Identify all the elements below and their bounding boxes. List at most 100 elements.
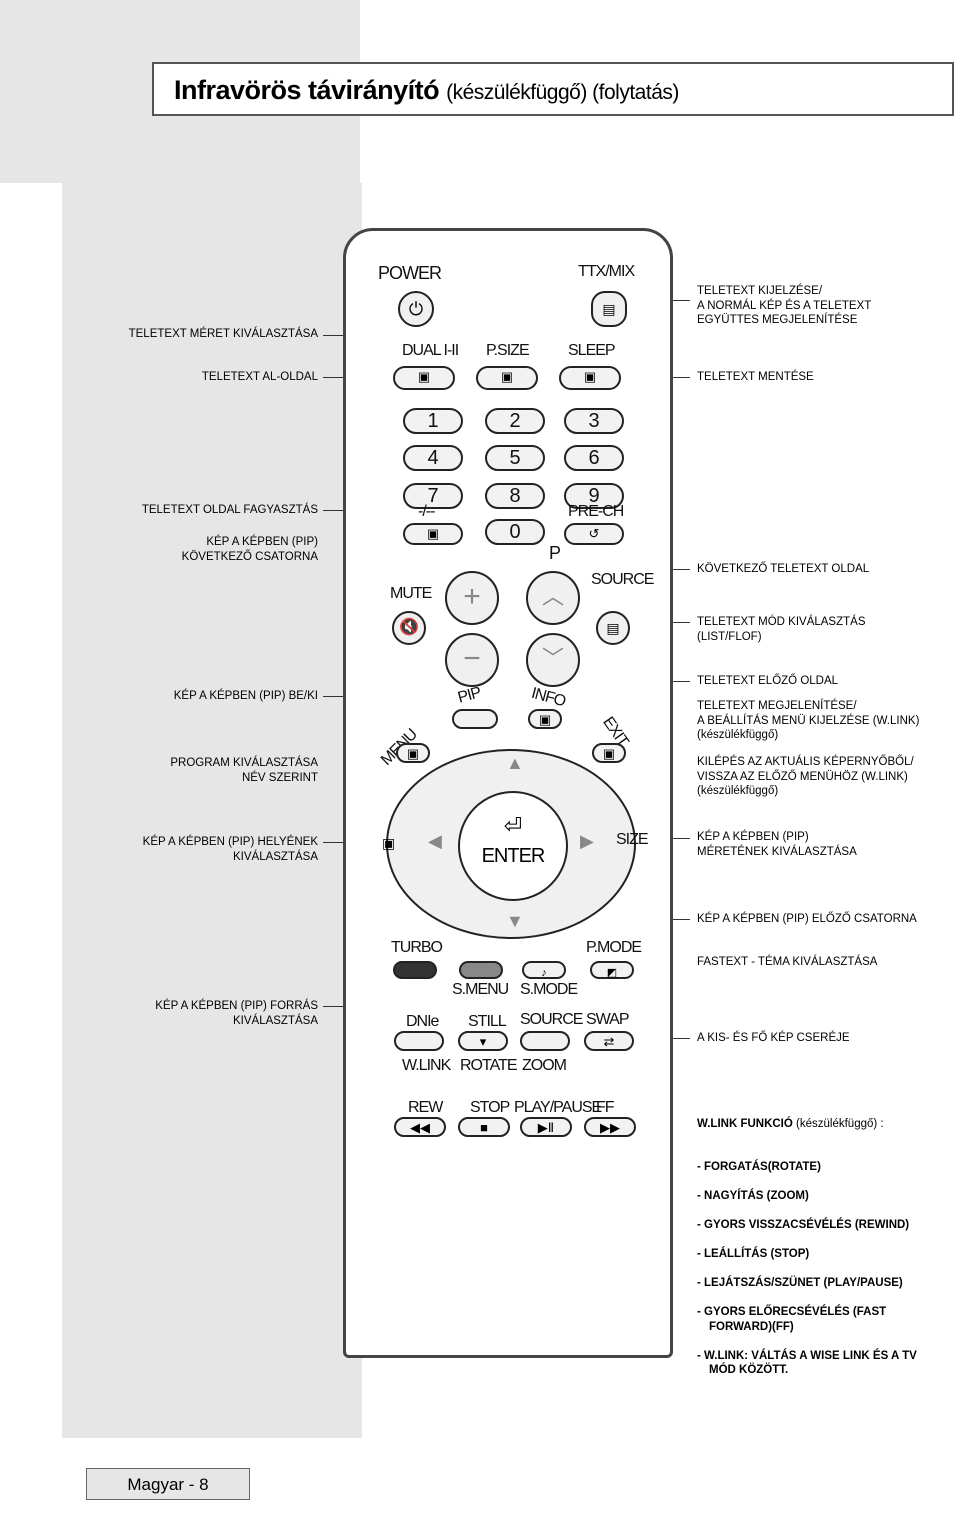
red-button[interactable] — [393, 961, 437, 979]
turbo-label: TURBO — [391, 939, 443, 956]
label-teletext-subpage: TELETEXT AL-OLDAL — [201, 371, 318, 383]
label-pip-next-channel: KÉP A KÉPBEN (PIP) KÖVETKEZŐ CSATORNA — [181, 536, 318, 563]
enter-icon: ⏎ — [503, 813, 523, 838]
zoom-label: ZOOM — [522, 1057, 567, 1074]
label-teletext-display: TELETEXT KIJELZÉSE/ A NORMÁL KÉP ÉS A TE… — [697, 285, 872, 326]
wlink-item: - GYORS ELŐRECSÉVÉLÉS (FAST FORWARD)(FF) — [697, 1306, 887, 1333]
digit-9-button[interactable]: 9 — [564, 483, 624, 509]
dual-button[interactable]: ▣ — [393, 366, 455, 390]
wlink-label: W.LINK — [402, 1057, 451, 1074]
source2-button[interactable] — [520, 1031, 570, 1051]
digit-5-button[interactable]: 5 — [485, 445, 545, 471]
label-teletext-mode: TELETEXT MÓD KIVÁLASZTÁS (LIST/FLOF) — [697, 616, 866, 643]
digit-6-button[interactable]: 6 — [564, 445, 624, 471]
digit-4-button[interactable]: 4 — [403, 445, 463, 471]
left-arrow-icon[interactable]: ◀ — [428, 831, 442, 851]
play-pause-icon: ▶Ⅱ — [537, 1120, 555, 1135]
still-button[interactable]: ▾ — [458, 1031, 508, 1051]
label-exit: KILÉPÉS AZ AKTUÁLIS KÉPERNYŐBŐL/ VISSZA … — [697, 756, 914, 797]
size-label: SIZE — [616, 831, 649, 848]
up-arrow-icon[interactable]: ▲ — [506, 753, 524, 773]
rew-button[interactable]: ◀◀ — [394, 1117, 446, 1137]
page-title-sub: (készülékfüggő) (folytatás) — [446, 81, 679, 104]
source-icon: ▾ — [479, 1034, 487, 1049]
digit-7-button[interactable]: 7 — [403, 483, 463, 509]
label-teletext-size: TELETEXT MÉRET KIVÁLASZTÁSA — [128, 328, 318, 340]
power-label: POWER — [378, 263, 442, 283]
plus-icon: + — [463, 580, 481, 613]
enter-button[interactable]: ⏎ ENTER — [458, 791, 568, 901]
green-button[interactable] — [459, 961, 503, 979]
p-label: P — [549, 543, 561, 563]
wlink-item: - LEÁLLÍTÁS (STOP) — [697, 1248, 810, 1260]
swap-button[interactable]: ⇄ — [584, 1031, 634, 1051]
label-fastext: FASTEXT - TÉMA KIVÁLASZTÁSA — [697, 956, 878, 968]
sleep-label: SLEEP — [568, 342, 616, 359]
wlink-item: - FORGATÁS(ROTATE) — [697, 1161, 821, 1173]
digit-1-button[interactable]: 1 — [403, 408, 463, 434]
prech-label: PRE-CH — [568, 503, 624, 520]
wlink-list: - FORGATÁS(ROTATE) - NAGYÍTÁS (ZOOM) - G… — [697, 1146, 937, 1393]
label-teletext-hold: TELETEXT OLDAL FAGYASZTÁS — [141, 504, 318, 516]
digit-8-button[interactable]: 8 — [485, 483, 545, 509]
channel-up-button[interactable]: ︿ — [526, 571, 580, 625]
ff-label: FF — [596, 1099, 615, 1116]
ff-button[interactable]: ▶▶ — [584, 1117, 636, 1137]
label-program-by-name: PROGRAM KIVÁLASZTÁSA NÉV SZERINT — [170, 757, 318, 784]
playpause-label: PLAY/PAUSE — [514, 1099, 602, 1116]
exit-icon: ▣ — [602, 746, 616, 761]
footer-page: Magyar - 8 — [86, 1468, 250, 1500]
stop-label: STOP — [470, 1099, 510, 1116]
sleep-button[interactable]: ▣ — [559, 366, 621, 390]
smenu-button[interactable]: ♪ — [522, 961, 566, 979]
right-arrow-icon[interactable]: ▶ — [580, 831, 594, 851]
label-pip-onoff: KÉP A KÉPBEN (PIP) BE/KI — [173, 690, 318, 702]
stop-icon: ■ — [480, 1120, 488, 1135]
digit-3-button[interactable]: 3 — [564, 408, 624, 434]
power-button[interactable]: ⏻ — [398, 291, 434, 327]
source-button[interactable]: ▤ — [596, 611, 630, 645]
menu-button[interactable]: ▣ — [396, 743, 430, 763]
volume-down-button[interactable]: − — [445, 633, 499, 687]
prech-icon: ↺ — [588, 526, 600, 541]
exit-button[interactable]: ▣ — [592, 743, 626, 763]
label-teletext-prev-page: TELETEXT ELŐZŐ OLDAL — [697, 675, 839, 687]
swap-label: SWAP — [586, 1011, 630, 1028]
page-number: Magyar - 8 — [127, 1475, 209, 1494]
smode-label: S.MODE — [520, 981, 578, 998]
still-label: STILL — [468, 1013, 507, 1030]
prech-button[interactable]: ↺ — [564, 523, 624, 545]
down-arrow-icon[interactable]: ▼ — [506, 911, 524, 931]
mute-button[interactable]: 🔇 — [392, 611, 426, 645]
psize-button[interactable]: ▣ — [476, 366, 538, 390]
rotate-label: ROTATE — [460, 1057, 518, 1074]
digit-2-button[interactable]: 2 — [485, 408, 545, 434]
store-icon: ▣ — [583, 369, 597, 384]
wlink-item: - GYORS VISSZACSÉVÉLÉS (REWIND) — [697, 1219, 910, 1231]
smenu-label: S.MENU — [452, 981, 509, 998]
pmode-button[interactable]: ◩ — [590, 961, 634, 979]
dash-button[interactable]: ▣ — [403, 523, 463, 545]
pip-label: PIP — [456, 684, 483, 707]
info-button[interactable]: ▣ — [528, 709, 562, 729]
ttx-button[interactable]: ▤ — [591, 291, 627, 327]
channel-down-button[interactable]: ﹀ — [526, 633, 580, 687]
stop-button[interactable]: ■ — [458, 1117, 510, 1137]
label-pip-size: KÉP A KÉPBEN (PIP) MÉRETÉNEK KIVÁLASZTÁS… — [697, 831, 857, 858]
picture-icon: ◩ — [606, 967, 618, 979]
background-panel — [62, 183, 362, 1438]
digit-0-button[interactable]: 0 — [485, 519, 545, 545]
playpause-button[interactable]: ▶Ⅱ — [520, 1117, 572, 1137]
power-icon: ⏻ — [408, 299, 424, 319]
label-pip-prev-channel: KÉP A KÉPBEN (PIP) ELŐZŐ CSATORNA — [697, 913, 917, 925]
mute-label: MUTE — [390, 585, 432, 602]
volume-up-button[interactable]: + — [445, 571, 499, 625]
swap-icon: ⇄ — [603, 1034, 615, 1049]
chevron-down-icon: ﹀ — [541, 646, 564, 671]
sound-icon: ♪ — [541, 967, 547, 979]
pip-button[interactable] — [452, 709, 498, 729]
minus-icon: − — [463, 642, 481, 675]
wlink-item: - W.LINK: VÁLTÁS A WISE LINK ÉS A TV MÓD… — [697, 1349, 917, 1377]
dnie-button[interactable] — [394, 1031, 444, 1051]
mute-icon: 🔇 — [399, 619, 419, 636]
